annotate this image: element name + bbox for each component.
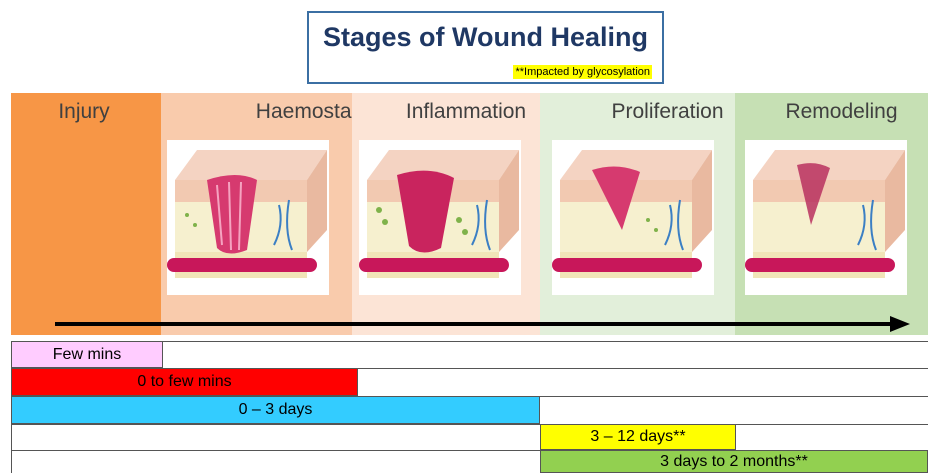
skin-illustration-haemostasis — [167, 140, 329, 295]
duration-0-to-few-mins: 0 to few mins — [11, 368, 358, 396]
diagram-title: Stages of Wound Healing — [309, 22, 662, 53]
stage-label-remodeling: Remodeling — [745, 100, 928, 124]
skin-illustration-proliferation — [552, 140, 714, 295]
stage-label-inflammation: Inflammation — [372, 100, 560, 124]
skin-illustration-inflammation — [359, 140, 521, 295]
stage-injury: Injury — [11, 93, 161, 335]
title-box: Stages of Wound Healing **Impacted by gl… — [307, 11, 664, 84]
duration-3-12-days: 3 – 12 days** — [540, 424, 736, 450]
duration-row-4 — [11, 424, 928, 425]
glycosylation-note: **Impacted by glycosylation — [513, 65, 652, 79]
skin-illustration-remodeling — [745, 140, 907, 295]
stage-label-injury: Injury — [7, 100, 161, 124]
duration-few-mins: Few mins — [11, 341, 163, 368]
duration-3-days-to-2-months: 3 days to 2 months** — [540, 450, 928, 473]
duration-0-3-days: 0 – 3 days — [11, 396, 540, 424]
